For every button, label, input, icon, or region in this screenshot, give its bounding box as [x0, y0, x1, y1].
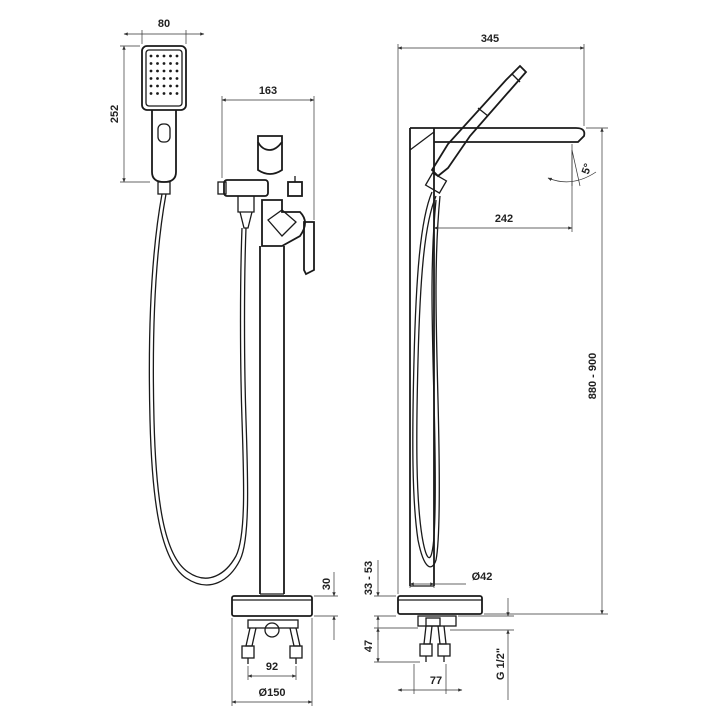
dim-front-width: 163: [259, 85, 277, 97]
dim-spout-angle: 5°: [580, 162, 595, 176]
mixer-body: [261, 199, 306, 247]
side-connections: [417, 615, 457, 662]
spray-nozzle: [149, 84, 153, 88]
dim-hand-shower-height: 252: [109, 105, 121, 123]
front-spout: [257, 135, 283, 151]
spray-nozzle: [162, 54, 166, 58]
spray-nozzle: [169, 77, 172, 80]
dim-connection-height: 47: [363, 640, 375, 652]
spray-nozzle: [169, 84, 172, 88]
spray-nozzle: [149, 54, 153, 58]
spray-nozzle: [156, 84, 159, 88]
front-base-plate: [231, 595, 313, 617]
side-view: 345 242 5° 880 - 900 Ø42 33 - 53 47: [363, 33, 608, 700]
front-view: 163 30 92 Ø150: [217, 85, 338, 706]
spray-nozzle: [162, 62, 166, 65]
side-hose: [412, 191, 441, 568]
spray-nozzle: [169, 54, 172, 58]
dim-base-plate-height: 30: [321, 578, 333, 590]
spray-nozzle: [149, 77, 153, 80]
mixer-lever: [303, 221, 315, 276]
spray-nozzle: [175, 69, 179, 73]
spray-nozzle: [175, 62, 179, 65]
dim-connection-spacing: 77: [430, 675, 442, 687]
dim-base-width: 92: [266, 661, 278, 673]
front-connections: [241, 619, 303, 664]
diverter-knob: [287, 181, 303, 197]
dim-total-height: 880 - 900: [587, 353, 599, 399]
spray-nozzle: [156, 77, 159, 80]
hand-shower-view: 80 252: [109, 18, 249, 586]
dim-thread-size: G 1/2": [495, 648, 507, 680]
spray-nozzle: [175, 54, 179, 58]
spray-nozzle: [169, 69, 172, 73]
dim-pipe-diameter: Ø42: [472, 571, 493, 583]
spray-nozzle: [162, 92, 166, 95]
spray-nozzle: [175, 84, 179, 88]
side-hand-shower: [430, 64, 528, 178]
spray-nozzle: [156, 54, 159, 58]
side-spout-arm: [410, 127, 586, 143]
spray-nozzle: [156, 62, 159, 65]
hose-holder: [223, 179, 269, 197]
spray-nozzle: [162, 69, 166, 73]
dim-side-total-width: 345: [481, 33, 499, 45]
spray-nozzle: [169, 92, 172, 95]
spray-nozzles: [149, 54, 179, 95]
dim-base-diameter: Ø150: [259, 687, 286, 699]
spray-nozzle: [162, 77, 166, 80]
spray-nozzle: [162, 84, 166, 88]
dim-hand-shower-width: 80: [158, 18, 170, 30]
spray-nozzle: [175, 92, 179, 95]
dim-spout-reach: 242: [495, 213, 513, 225]
side-base-plate: [397, 595, 483, 615]
shower-head: [141, 45, 187, 111]
spray-nozzle: [156, 69, 159, 73]
shower-handle: [151, 110, 177, 183]
spray-nozzle: [149, 69, 153, 73]
spray-nozzle: [169, 62, 172, 65]
spray-nozzle: [156, 92, 159, 95]
spray-nozzle: [149, 92, 153, 95]
spray-nozzle: [149, 62, 153, 65]
dim-floor-clearance: 33 - 53: [363, 561, 375, 595]
shower-hose: [148, 193, 249, 586]
spray-nozzle: [175, 77, 179, 80]
